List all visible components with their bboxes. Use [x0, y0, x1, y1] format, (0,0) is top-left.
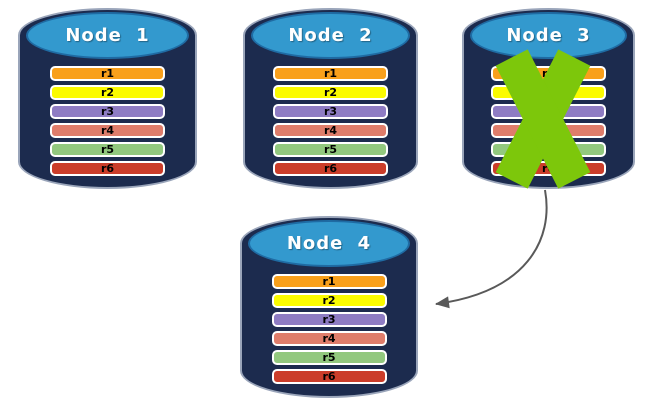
replica-row-r3: r3: [273, 104, 388, 119]
replica-row-r2: r2: [50, 85, 165, 100]
node-2-title: Node 2: [288, 25, 373, 46]
replica-row-r5: r5: [271, 350, 387, 365]
replica-row-r1: r1: [50, 66, 165, 81]
replica-row-r2: r2: [271, 293, 387, 308]
replica-row-r6: r6: [50, 161, 165, 176]
node-1: Node 1 r1 r2 r3 r4 r5 r6: [18, 8, 197, 189]
replica-row-r5: r5: [273, 142, 388, 157]
node-3-cylinder-top: Node 3: [470, 12, 627, 59]
node-1-title: Node 1: [65, 25, 150, 46]
arrow-curve: [435, 189, 548, 309]
node-4: Node 4 r1 r2 r3 r4 r5 r6: [240, 216, 418, 398]
replica-row-r1: r1: [271, 274, 387, 289]
node-2-replica-list: r1 r2 r3 r4 r5 r6: [243, 66, 418, 176]
replica-row-r2: r2: [273, 85, 388, 100]
replica-row-r6: r6: [271, 369, 387, 384]
replica-row-r4: r4: [273, 123, 388, 138]
node-4-title: Node 4: [286, 233, 372, 254]
replica-row-r3: r3: [271, 312, 387, 327]
node-1-cylinder-top: Node 1: [26, 12, 189, 59]
replica-row-r6: r6: [273, 161, 388, 176]
node-1-replica-list: r1 r2 r3 r4 r5 r6: [18, 66, 197, 176]
replica-row-r4: r4: [271, 331, 387, 346]
replica-row-r5: r5: [50, 142, 165, 157]
replica-row-r1: r1: [273, 66, 388, 81]
replica-row-r4: r4: [50, 123, 165, 138]
node-4-cylinder-top: Node 4: [248, 220, 410, 267]
node-2: Node 2 r1 r2 r3 r4 r5 r6: [243, 8, 418, 189]
replica-row-r3: r3: [50, 104, 165, 119]
x-mark-icon: [494, 49, 591, 189]
node-3-title: Node 3: [506, 25, 591, 46]
node-2-cylinder-top: Node 2: [251, 12, 410, 59]
node-4-replica-list: r1 r2 r3 r4 r5 r6: [240, 274, 418, 384]
